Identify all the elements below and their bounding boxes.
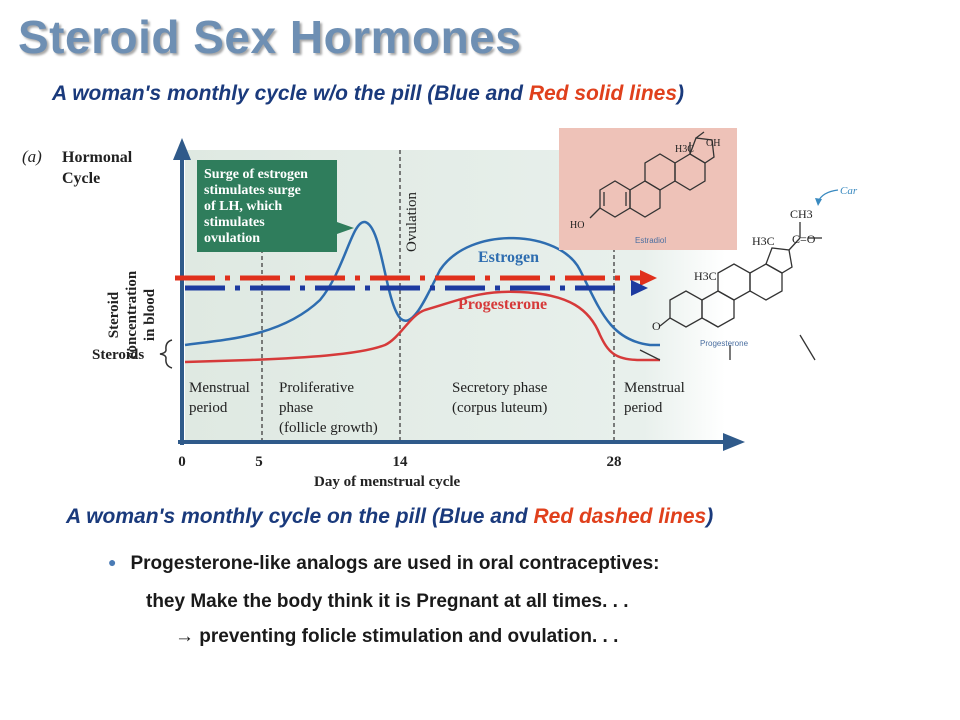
- callout-line: stimulates surge: [204, 183, 301, 198]
- phase-menstrual-2: period: [624, 400, 663, 416]
- bullet-item: ● Progesterone-like analogs are used in o…: [108, 553, 659, 575]
- x-tick-label: 28: [607, 454, 622, 470]
- progesterone-label: Progesterone: [458, 296, 547, 313]
- x-tick-label: 5: [255, 454, 263, 470]
- phase-menstrual-1: Menstrual: [189, 380, 250, 396]
- steroids-label: Steroids: [92, 347, 144, 363]
- bullet-continuation: → preventing folicle stimulation and ovu…: [175, 626, 618, 648]
- panel-label: (a): [22, 147, 42, 166]
- subtitle-text: A woman's monthly cycle on the pill (: [66, 505, 439, 528]
- y-axis-label-line3: in blood: [142, 288, 158, 341]
- subtitle-text: A woman's monthly cycle w/o the pill (: [52, 82, 435, 105]
- subtitle-on-pill: A woman's monthly cycle on the pill (Blu…: [66, 505, 713, 529]
- page-title: Steroid Sex Hormones: [18, 11, 522, 63]
- phase-menstrual-1: period: [189, 400, 228, 416]
- estrogen-curve: [184, 220, 660, 347]
- arrow-right-icon: →: [175, 626, 194, 647]
- carbonyl-label-partial: Car: [840, 185, 858, 197]
- phase-secretory: (corpus luteum): [452, 400, 547, 416]
- arrow-icon: [815, 198, 822, 206]
- x-tick-label: 0: [178, 454, 186, 470]
- estradiol-structure: [589, 131, 715, 219]
- subtitle-without-pill: A woman's monthly cycle w/o the pill (Bl…: [52, 82, 684, 106]
- subtitle-text: ): [706, 505, 714, 528]
- callout-line: stimulates: [204, 215, 265, 230]
- bullet-icon: ●: [108, 554, 117, 570]
- phase-proliferative: phase: [279, 400, 313, 416]
- progesterone-name: Progesterone: [700, 339, 749, 348]
- steroids-brace: [159, 339, 173, 369]
- figure-heading-line2: Cycle: [62, 170, 100, 187]
- estradiol-oh: OH: [706, 138, 720, 149]
- subtitle-red-words: Red solid lines: [528, 82, 678, 105]
- callout-line: ovulation: [204, 231, 260, 246]
- estradiol-h3c: H3C: [675, 144, 694, 155]
- bullet-text: preventing folicle stimulation and ovula…: [194, 626, 619, 647]
- subtitle-text: and: [479, 82, 529, 105]
- subtitle-blue-word: Blue: [438, 505, 485, 528]
- progesterone-c-o: C=O: [792, 232, 816, 246]
- x-axis-arrow-icon: [723, 433, 745, 451]
- subtitle-blue-word: Blue: [434, 82, 480, 105]
- estradiol-panel: [559, 128, 737, 250]
- bullet-text: Progesterone-like analogs are used in or…: [130, 553, 660, 574]
- arrow-right-icon: [640, 270, 657, 286]
- phase-menstrual-2: Menstrual: [624, 380, 685, 396]
- y-axis-label-line1: Steroid: [106, 291, 122, 338]
- progesterone-curve: [184, 290, 660, 364]
- arrow-right-icon: [631, 280, 648, 296]
- estradiol-ho: HO: [570, 220, 584, 231]
- progesterone-o: O: [652, 319, 661, 333]
- callout-line: Surge of estrogen: [204, 167, 308, 182]
- progesterone-h3c-left: H3C: [694, 269, 717, 283]
- figure-heading-line1: Hormonal: [62, 149, 133, 166]
- y-axis-label-line2: concentration: [124, 270, 140, 359]
- ovulation-label: Ovulation: [404, 192, 420, 252]
- x-tick-label: 14: [393, 454, 409, 470]
- bullet-continuation: they Make the body think it is Pregnant …: [146, 591, 629, 612]
- y-axis-arrow-icon: [173, 138, 191, 160]
- callout-line: of LH, which: [204, 199, 282, 214]
- x-axis-label: Day of menstrual cycle: [314, 474, 461, 490]
- progesterone-ch3: CH3: [790, 207, 813, 221]
- phase-proliferative: (follicle growth): [279, 420, 378, 436]
- phase-secretory: Secretory phase: [452, 380, 548, 396]
- phase-proliferative: Proliferative: [279, 380, 354, 396]
- callout-box: [197, 160, 337, 252]
- callout-pointer-icon: [337, 222, 354, 234]
- subtitle-text: ): [677, 82, 685, 105]
- subtitle-red-words: Red dashed lines: [533, 505, 707, 528]
- estradiol-name: Estradiol: [635, 236, 666, 245]
- progesterone-structure: [639, 222, 822, 361]
- subtitle-text: and: [484, 505, 534, 528]
- progesterone-h3c-top: H3C: [752, 234, 775, 248]
- estrogen-label: Estrogen: [478, 249, 539, 266]
